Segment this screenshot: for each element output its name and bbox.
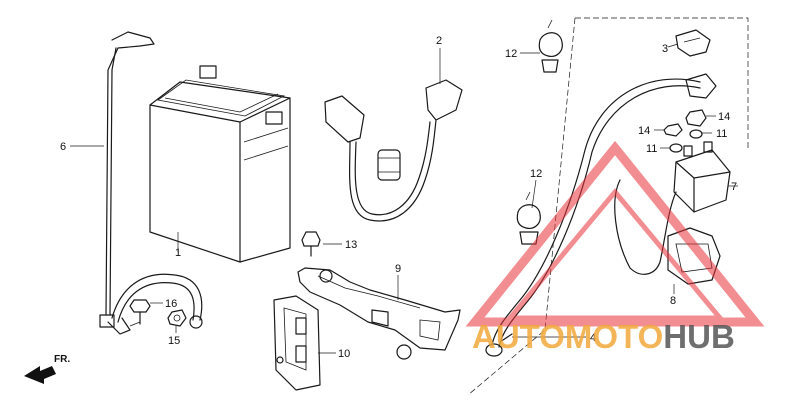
callout-12-b: 12 — [530, 168, 542, 180]
nut-15 — [167, 309, 187, 327]
starter-cable — [485, 73, 717, 357]
callout-14-b: 14 — [638, 125, 650, 137]
starter-relay — [614, 141, 731, 275]
callout-10: 10 — [338, 348, 350, 360]
fuse-harness — [324, 79, 463, 222]
bolt-16 — [129, 299, 151, 325]
watermark-text: AUTOMOTOHUB — [472, 318, 735, 355]
battery — [149, 65, 291, 263]
callout-12-a: 12 — [505, 48, 517, 60]
watermark-triangle-icon — [465, 140, 765, 327]
washer-11-b — [669, 143, 683, 153]
callout-11-b: 11 — [646, 143, 657, 155]
nut-14-b — [663, 123, 683, 137]
clamp-12-lower — [516, 191, 541, 245]
callout-15: 15 — [168, 335, 180, 347]
nut-14-a — [685, 109, 707, 127]
watermark-part2: HUB — [663, 318, 735, 355]
callout-2: 2 — [436, 35, 442, 47]
clip-13 — [301, 231, 321, 257]
watermark-part1: AUTOMOTO — [472, 318, 663, 355]
fr-label: FR. — [54, 354, 70, 365]
callout-3: 3 — [662, 43, 668, 55]
callout-9: 9 — [395, 263, 401, 275]
terminal-boot-3 — [675, 29, 711, 57]
front-direction-marker: FR. — [24, 354, 70, 384]
callout-7: 7 — [731, 181, 737, 193]
direction-arrow-icon — [24, 366, 56, 384]
mount-bracket-10 — [273, 295, 321, 391]
clamp-12-upper — [538, 19, 563, 73]
watermark: AUTOMOTOHUB — [465, 140, 765, 355]
callout-14-a: 14 — [718, 111, 730, 123]
negative-cable — [107, 273, 203, 335]
leader-lines — [70, 43, 738, 354]
washer-11-a — [689, 129, 703, 139]
callout-13: 13 — [345, 239, 357, 251]
assembly-boundary — [467, 17, 749, 396]
callout-11-a: 11 — [716, 128, 727, 140]
battery-band-rod — [99, 31, 155, 328]
callout-6: 6 — [60, 141, 66, 153]
callout-1: 1 — [175, 247, 181, 259]
callout-16: 16 — [165, 298, 177, 310]
callout-8: 8 — [670, 295, 676, 307]
callout-numbers: 1 2 3 4 6 7 8 9 10 11 11 12 12 13 14 14 … — [60, 35, 737, 360]
battery-tray — [297, 267, 461, 360]
callout-4: 4 — [590, 332, 596, 344]
